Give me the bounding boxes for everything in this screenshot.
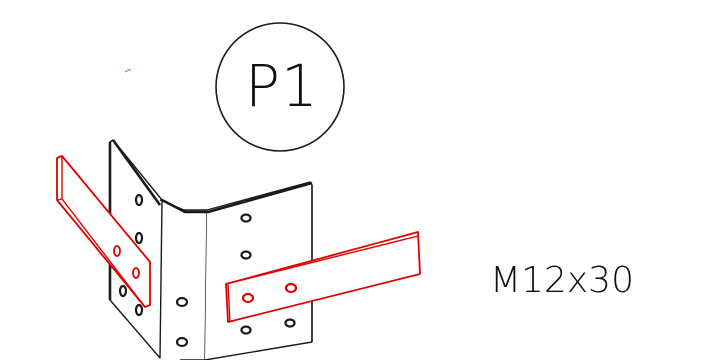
right-splice-plate	[225, 231, 421, 323]
part-callout-circle	[215, 22, 345, 152]
hole	[240, 250, 252, 260]
hole	[175, 336, 189, 348]
right-plate-hole	[241, 292, 255, 304]
hole	[118, 284, 128, 298]
part-label: P1	[245, 52, 319, 120]
hole	[240, 325, 252, 335]
stray-mark	[124, 68, 132, 73]
right-flange-holes	[240, 213, 296, 335]
bracket-bend	[159, 199, 208, 360]
right-plate-edge	[225, 235, 419, 323]
hole	[134, 303, 144, 317]
left-plate-hole	[113, 245, 121, 257]
bracket-right-top-edge	[161, 181, 313, 214]
hole	[284, 318, 296, 328]
hole	[134, 193, 144, 207]
left-splice-plate	[56, 155, 151, 308]
bolt-spec-label: M12x30	[490, 260, 634, 301]
hole	[240, 213, 252, 223]
hole	[134, 231, 144, 245]
hole	[175, 296, 189, 308]
left-flange-holes	[118, 193, 189, 348]
left-plate-hole	[132, 267, 140, 279]
part-callout: P1	[215, 22, 345, 152]
left-plate-edge	[56, 156, 146, 308]
right-plate-outline	[225, 231, 421, 323]
right-plate-hole	[284, 282, 298, 294]
